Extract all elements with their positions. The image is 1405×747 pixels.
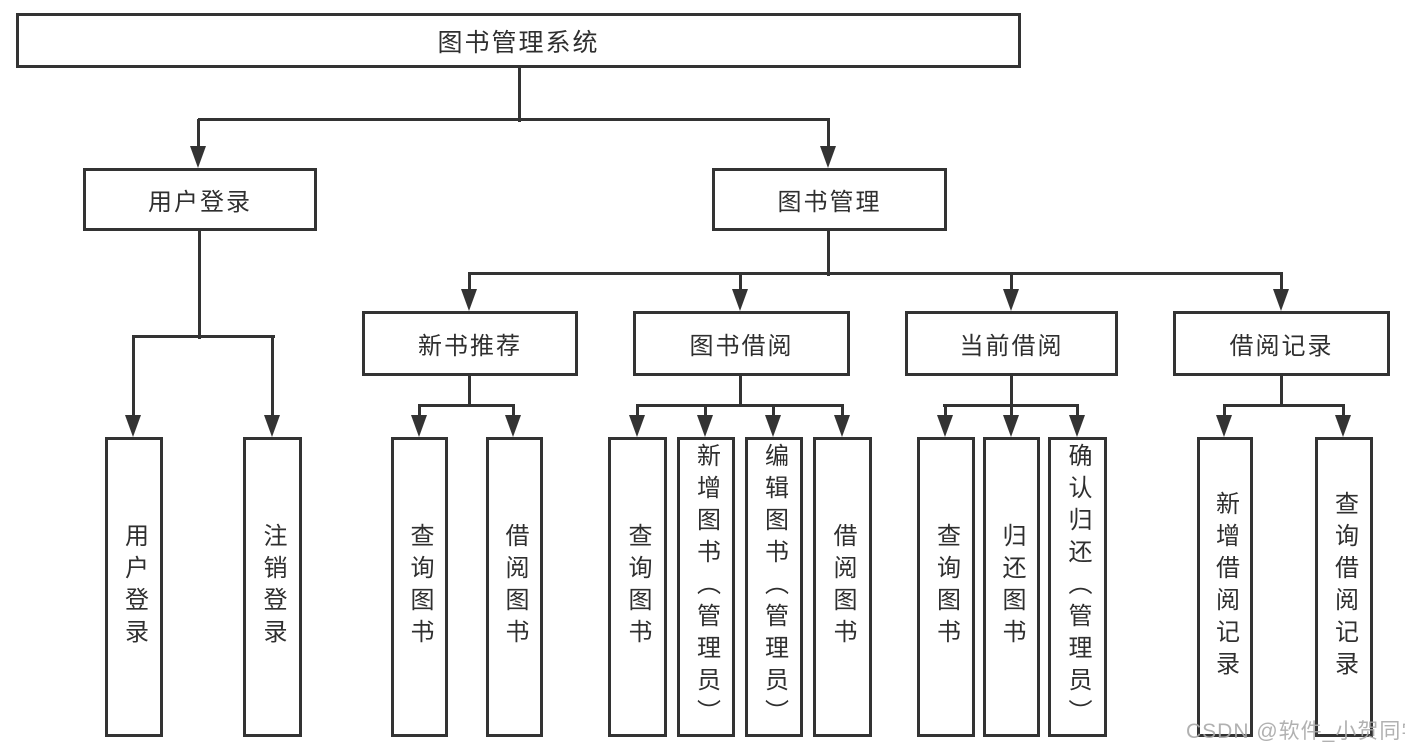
arrow-head-icon [834,415,850,437]
connector-line [418,405,421,421]
node-borrowing-records: 借阅记录 [1173,311,1390,376]
connector-line [636,405,639,421]
connector-line [943,404,1079,407]
connector-line [1280,273,1283,293]
node-current-borrowing: 当前借阅 [905,311,1118,376]
connector-line [739,273,742,293]
leaf-return-books: 归还图书 [983,437,1040,737]
connector-line [1010,376,1013,407]
arrow-head-icon [190,146,206,168]
leaf-logout: 注销登录 [243,437,302,737]
arrow-head-icon [732,289,748,311]
arrow-head-icon [1003,415,1019,437]
node-new-book-recommendation: 新书推荐 [362,311,578,376]
connector-line [636,404,844,407]
leaf-borrow-books-borrowing: 借阅图书 [813,437,872,737]
leaf-add-borrow-record: 新增借阅记录 [1197,437,1253,737]
connector-line [132,335,275,338]
leaf-borrow-books-recommend: 借阅图书 [486,437,543,737]
arrow-head-icon [411,415,427,437]
arrow-head-icon [1273,289,1289,311]
arrow-head-icon [1003,289,1019,311]
connector-line [197,119,200,151]
arrow-head-icon [765,415,781,437]
connector-line [1223,404,1345,407]
arrow-head-icon [937,415,953,437]
connector-line [132,336,135,418]
node-book-borrowing: 图书借阅 [633,311,850,376]
arrow-head-icon [461,289,477,311]
connector-line [468,272,1283,275]
leaf-query-books-borrowing: 查询图书 [608,437,667,737]
connector-line [827,231,830,276]
arrow-head-icon [697,415,713,437]
watermark: CSDN @软件_小贺同学 [1186,720,1405,743]
arrow-head-icon [125,415,141,437]
connector-line [1342,405,1345,421]
leaf-add-books-admin: 新增图书（管理员） [677,437,735,737]
connector-line [704,405,707,421]
connector-line [739,376,742,407]
leaf-edit-books-admin: 编辑图书（管理员） [745,437,803,737]
connector-line [198,118,830,121]
arrow-head-icon [629,415,645,437]
leaf-query-books-current: 查询图书 [917,437,975,737]
connector-line [468,273,471,293]
connector-line [1010,273,1013,293]
connector-line [772,405,775,421]
connector-line [271,336,274,418]
node-user-login: 用户登录 [83,168,317,231]
connector-line [944,405,947,421]
leaf-user-login: 用户登录 [105,437,163,737]
connector-line [1223,405,1226,421]
arrow-head-icon [820,146,836,168]
node-library-system: 图书管理系统 [16,13,1021,68]
connector-line [418,404,515,407]
leaf-query-books-recommend: 查询图书 [391,437,448,737]
connector-line [1010,405,1013,421]
leaf-confirm-return-admin: 确认归还（管理员） [1048,437,1107,737]
arrow-head-icon [1069,415,1085,437]
connector-line [468,376,471,407]
connector-line [512,405,515,421]
connector-line [198,231,201,339]
connector-line [1280,376,1283,407]
leaf-query-borrow-record: 查询借阅记录 [1315,437,1373,737]
arrow-head-icon [1335,415,1351,437]
node-book-management: 图书管理 [712,168,947,231]
arrow-head-icon [505,415,521,437]
arrow-head-icon [1216,415,1232,437]
connector-line [518,68,521,122]
connector-line [827,119,830,151]
connector-line [841,405,844,421]
arrow-head-icon [264,415,280,437]
connector-line [1076,405,1079,421]
